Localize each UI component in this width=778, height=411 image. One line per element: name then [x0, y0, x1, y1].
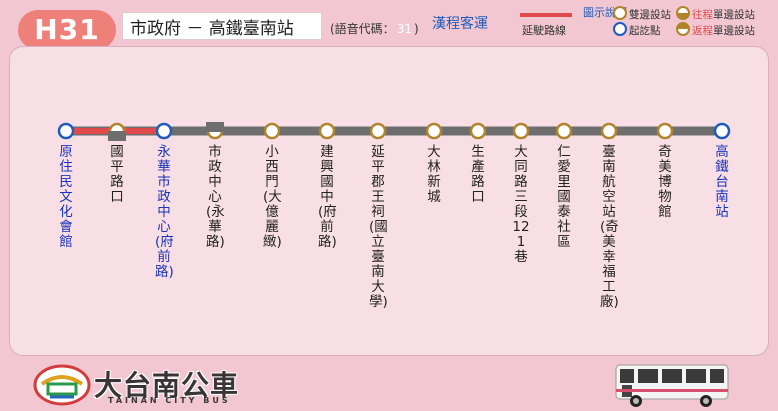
- stop-label: 延平郡王祠(國立臺南大學): [369, 144, 388, 310]
- legend-return-suffix: 單邊設站: [713, 25, 755, 37]
- stop-marker: [369, 122, 387, 140]
- route-title-box: [122, 12, 322, 40]
- extension-label: 延駛路線: [522, 24, 566, 37]
- route-number-badge: H31: [18, 10, 116, 50]
- stop-label: 國平路口: [110, 144, 124, 205]
- start-end-icon: [613, 22, 627, 36]
- stop-label: 建興國中(府前路): [318, 144, 337, 250]
- stop-label: 仁愛里國泰社區: [557, 144, 571, 250]
- stop-marker: [555, 122, 573, 140]
- legend-start-end-label: 起訖點: [629, 25, 661, 37]
- route-map-panel: [9, 46, 769, 356]
- stop-label: 生產路口: [471, 144, 485, 205]
- stop-markers: [57, 122, 731, 141]
- return-icon: [676, 22, 690, 36]
- brand-name: 大台南公車: [94, 369, 240, 402]
- brand-logo-icon: [33, 364, 91, 406]
- legend-outbound-suffix: 單邊設站: [713, 9, 755, 21]
- stop-label: 大林新城: [427, 144, 441, 205]
- stop-marker: [318, 122, 336, 140]
- legend-both-sides-label: 雙邊設站: [629, 9, 671, 21]
- stop-marker: [713, 122, 731, 140]
- bus-icon: [615, 364, 729, 407]
- stop-marker: [57, 122, 75, 140]
- voice-code-value: 31: [396, 22, 412, 36]
- stop-marker: [600, 122, 618, 140]
- stop-half-mask: [108, 131, 126, 141]
- stop-label: 市政中心(永華路): [206, 144, 225, 250]
- voice-code-close: ): [413, 22, 419, 36]
- stop-half-mask: [206, 122, 224, 132]
- stop-label: 高鐵台南站: [715, 144, 729, 220]
- stop-marker: [512, 122, 530, 140]
- stop-label: 奇美博物館: [658, 144, 672, 220]
- stop-label: 小西門(大億麗緻): [263, 144, 282, 250]
- legend-return-prefix: 返程: [692, 25, 713, 37]
- stop-marker: [263, 122, 281, 140]
- stop-marker: [425, 122, 443, 140]
- legend-both-sides: 雙邊設站: [613, 6, 671, 22]
- legend-outbound-prefix: 往程: [692, 9, 713, 21]
- stop-marker: [656, 122, 674, 140]
- stop-marker: [155, 122, 173, 140]
- stop-marker: [469, 122, 487, 140]
- route-title: 市政府 － 高鐵臺南站: [130, 19, 294, 39]
- stop-label: 大同路三段121巷: [512, 144, 530, 265]
- operator-name: 漢程客運: [432, 16, 488, 32]
- extension-line-sample: [520, 13, 572, 17]
- stop-label: 永華市政中心(府前路): [155, 144, 174, 280]
- legend-outbound: 往程單邊設站: [676, 6, 755, 22]
- outbound-icon: [676, 6, 690, 20]
- brand: 大台南公車 TAINAN CITY BUS: [32, 364, 254, 406]
- voice-code-label: (語音代碼：: [330, 22, 395, 36]
- legend-return: 返程單邊設站: [676, 22, 755, 38]
- stop-label: 臺南航空站(奇美幸福工廠): [600, 144, 619, 310]
- both-sides-icon: [613, 6, 627, 20]
- stop-label: 原住民文化會館: [59, 144, 73, 250]
- brand-subtitle: TAINAN CITY BUS: [108, 396, 231, 405]
- voice-code: (語音代碼：31): [330, 20, 419, 37]
- legend-start-end: 起訖點: [613, 22, 661, 38]
